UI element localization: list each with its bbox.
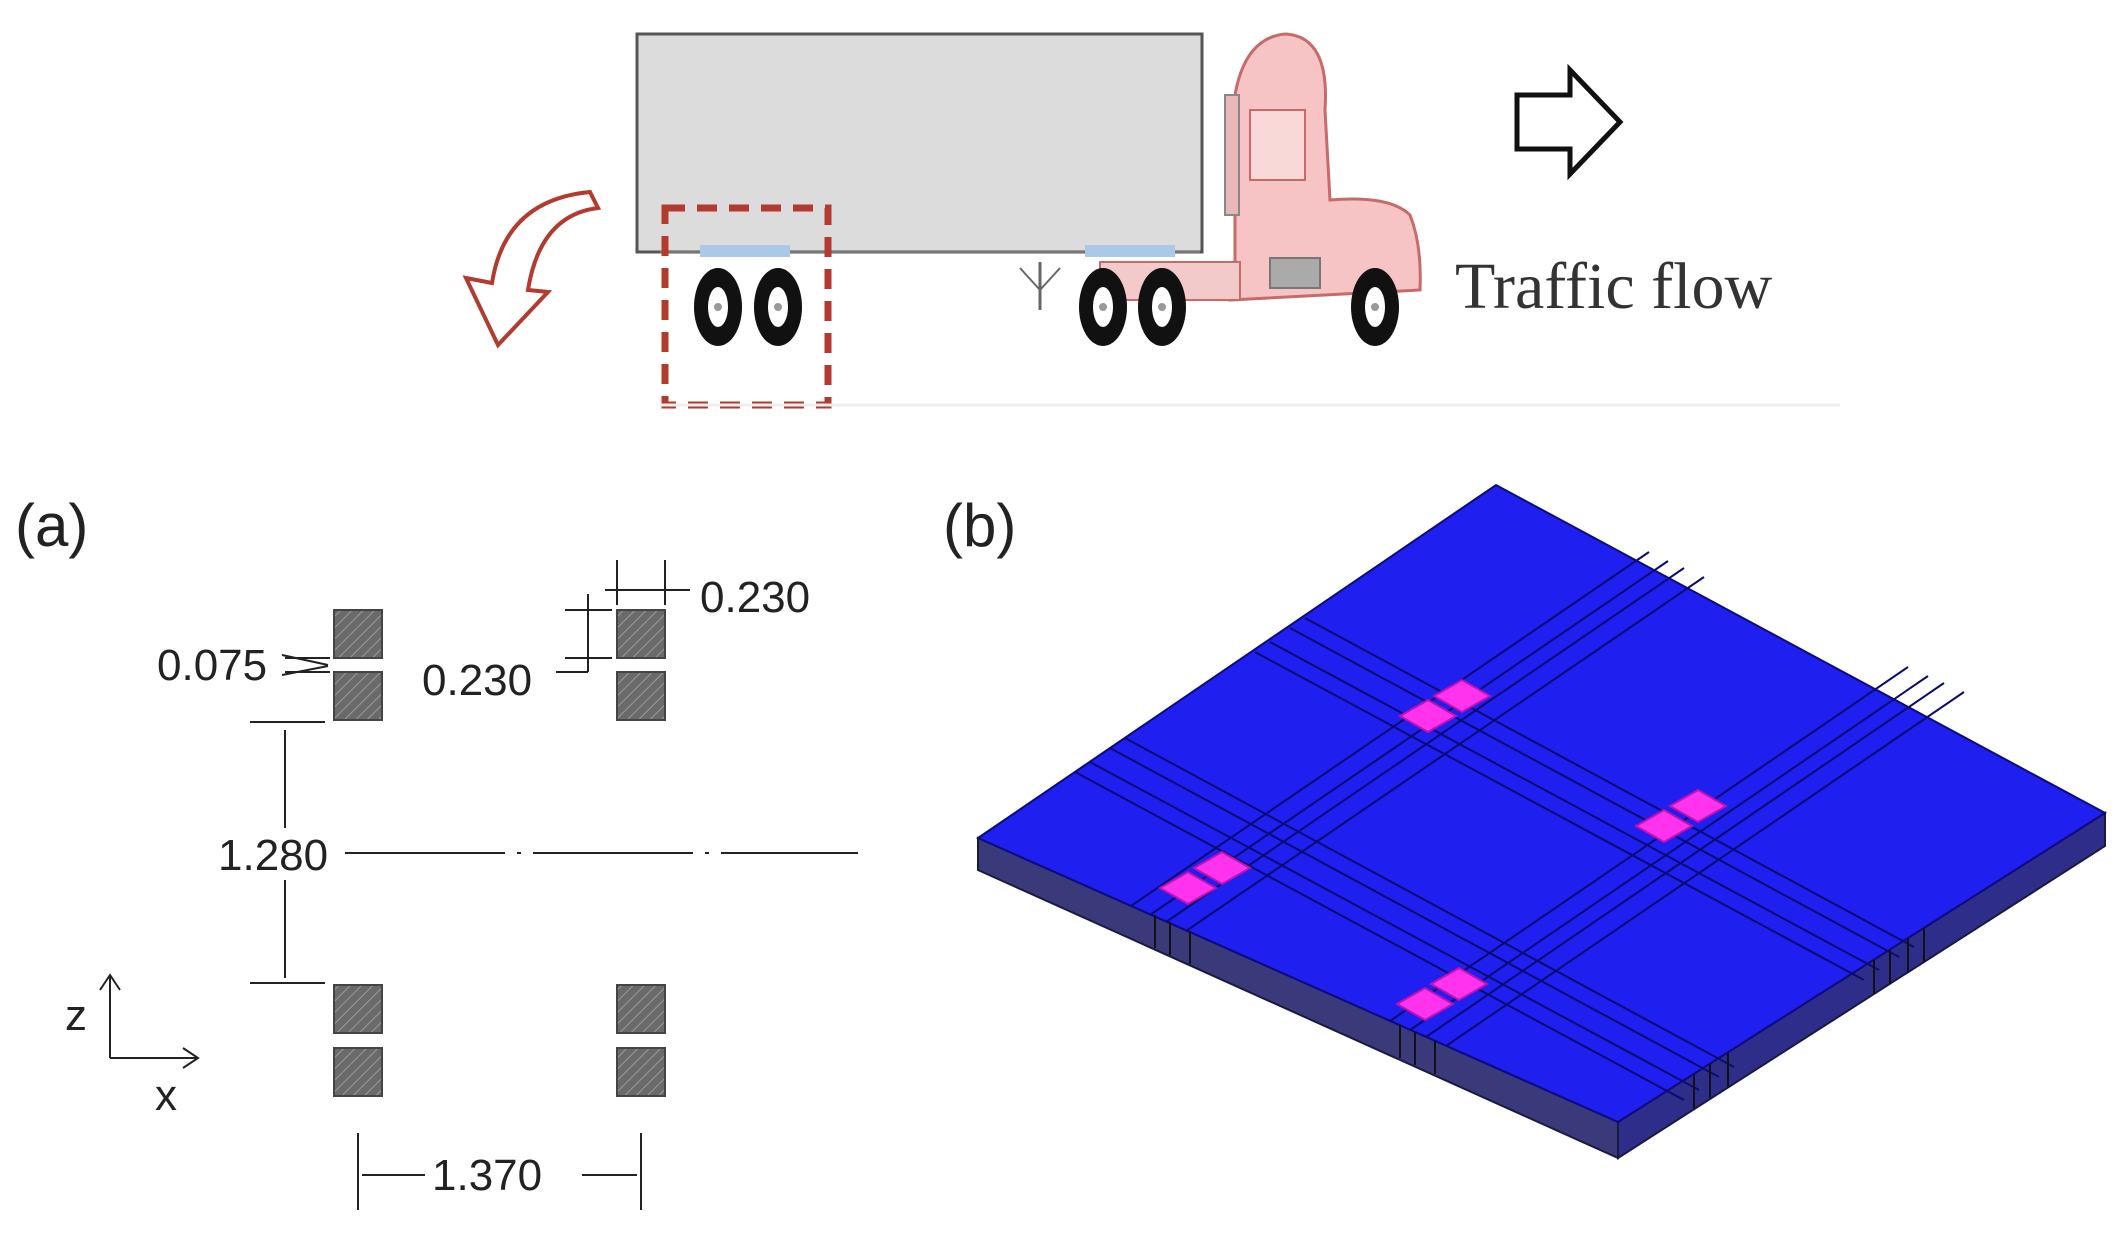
tire-patch [616,671,666,721]
panel-a-footprint-diagram: (a) 0.075 0.230 [15,492,858,1210]
tire-height-dimension [556,594,612,673]
tire-width-value: 0.230 [700,573,810,622]
axis-z-label: z [65,991,87,1040]
tire-patch [333,609,383,659]
tire-patch [333,1047,383,1097]
tire-patch [616,1047,666,1097]
truck-illustration: Traffic flow [462,32,1840,409]
coordinate-axes-icon [99,973,200,1069]
axle-spacing-value: 1.280 [218,831,328,880]
drive-tandem-wheels [1079,268,1186,346]
tire-width-dimension [605,560,690,605]
slab-tire-patch [1397,698,1459,734]
slab-tire-patch [1667,788,1729,824]
steer-wheel [1351,268,1399,346]
wheel-spacing-dimension [357,1133,642,1210]
curved-zoom-arrow-icon [462,189,602,349]
slab-tire-patches [1157,678,1729,1022]
landing-gear [1019,262,1061,310]
tire-height-value: 0.230 [422,656,532,705]
tire-patch [616,609,666,659]
gap-dimension-value: 0.075 [157,641,267,690]
slab-side-joints [1154,915,1925,1108]
slab-tire-patch [1394,986,1456,1022]
slab-tire-patch [1191,850,1253,886]
rear-axle-highlight-box [661,204,832,409]
traffic-flow-label: Traffic flow [1455,250,1772,323]
gap-dimension [281,654,330,676]
tire-patch [616,984,666,1034]
slab-tire-patch [1431,678,1493,714]
axis-x-label: x [155,1071,177,1120]
axle-spacing-dimension [250,721,325,984]
slab-tire-patch [1428,966,1490,1002]
tire-patch [333,671,383,721]
tire-patch [333,984,383,1034]
panel-a-label: (a) [15,492,88,559]
truck-cab [1099,32,1422,302]
slab-grid-lines [1074,551,1965,1101]
panel-b-3d-slab: (b) [943,483,2107,1160]
trailer-body [635,32,1204,254]
tire-patches [333,609,666,1097]
slab-tire-patch [1157,870,1219,906]
rear-tandem-wheels [694,268,802,346]
traffic-direction-arrow-icon [1514,63,1624,181]
panel-b-label: (b) [943,492,1016,559]
wheel-spacing-value: 1.370 [432,1151,542,1200]
slab-tire-patch [1633,808,1695,844]
slab-top-face [975,483,2107,1124]
